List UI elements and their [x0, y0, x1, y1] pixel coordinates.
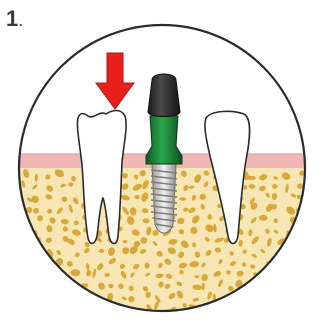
bone-pore: [227, 304, 238, 314]
bone-pore: [70, 269, 80, 276]
bone-pore: [284, 259, 291, 267]
bone-pore: [24, 261, 32, 267]
bone-pore: [11, 203, 16, 212]
bone-pore: [273, 274, 278, 280]
bone-pore: [118, 307, 126, 314]
bone-pore: [295, 235, 303, 243]
bone-pore: [94, 303, 101, 308]
bone-pore: [248, 292, 255, 302]
bone-pore: [14, 303, 22, 310]
bone-pore: [10, 229, 15, 234]
bone-pore: [272, 280, 278, 288]
bone-pore: [5, 267, 17, 278]
bone-pore: [20, 225, 30, 235]
bone-pore: [37, 251, 42, 257]
bone-pore: [24, 238, 34, 249]
bone-pore: [13, 258, 22, 268]
bone-pore: [276, 301, 286, 312]
bone-pore: [295, 302, 302, 311]
bone-pore: [252, 305, 261, 314]
bone-pore: [199, 306, 208, 314]
bone-pore: [31, 304, 42, 315]
bone-pore: [33, 292, 40, 297]
bone-pore: [85, 307, 94, 314]
bone-pore: [32, 269, 39, 277]
bone-pore: [238, 307, 245, 314]
bone-pore: [24, 270, 30, 275]
implant-cap: [148, 74, 180, 117]
bone-pore: [23, 250, 34, 260]
bone-pore: [286, 282, 291, 289]
bone-pore: [298, 215, 303, 221]
bone-pore: [10, 215, 17, 223]
bone-pore: [10, 284, 16, 290]
bone-pore: [49, 273, 59, 280]
bone-pore: [295, 279, 304, 287]
bone-pore: [71, 283, 78, 290]
bone-pore: [59, 274, 65, 280]
bone-pore: [32, 281, 38, 287]
implant-abutment: [146, 116, 182, 164]
bone-pore: [263, 303, 271, 311]
bone-pore: [61, 303, 69, 310]
implant-screw: [151, 164, 177, 233]
bone-pore: [286, 251, 295, 258]
bone-pore: [259, 287, 266, 292]
bone-pore: [31, 258, 41, 265]
bone-pore: [10, 297, 15, 302]
bone-pore: [275, 295, 280, 299]
bone-pore: [70, 292, 77, 299]
bone-pore: [35, 174, 38, 182]
bone-pore: [19, 215, 25, 222]
bone-pore: [297, 267, 305, 278]
bone-pore: [179, 197, 186, 200]
bone-pore: [59, 295, 65, 303]
bone-pore: [49, 293, 57, 299]
bone-pore: [82, 292, 91, 303]
bone-pore: [260, 294, 270, 302]
bone-pore: [13, 236, 22, 243]
bone-pore: [18, 303, 26, 310]
bone-pore: [296, 251, 304, 257]
bone-pore: [71, 305, 80, 311]
bone-pore: [47, 284, 56, 292]
bone-pore: [202, 274, 208, 281]
bone-pore: [58, 282, 65, 289]
bone-pore: [300, 262, 306, 268]
bone-pore: [44, 305, 54, 312]
bone-pore: [7, 193, 17, 204]
bone-pore: [289, 290, 297, 298]
bone-pore: [9, 181, 17, 189]
bone-pore: [10, 247, 21, 258]
bone-pore: [212, 305, 218, 311]
bone-pore: [291, 307, 296, 316]
bone-pore: [12, 174, 17, 179]
bone-pore: [284, 269, 296, 280]
bone-pore: [241, 293, 248, 303]
bone-pore: [250, 284, 257, 292]
bone-pore: [104, 304, 112, 313]
bone-pore: [23, 281, 32, 290]
bone-pore: [22, 291, 27, 298]
bone-pore: [302, 293, 307, 301]
bone-pore: [299, 227, 309, 233]
bone-pore: [45, 261, 51, 269]
